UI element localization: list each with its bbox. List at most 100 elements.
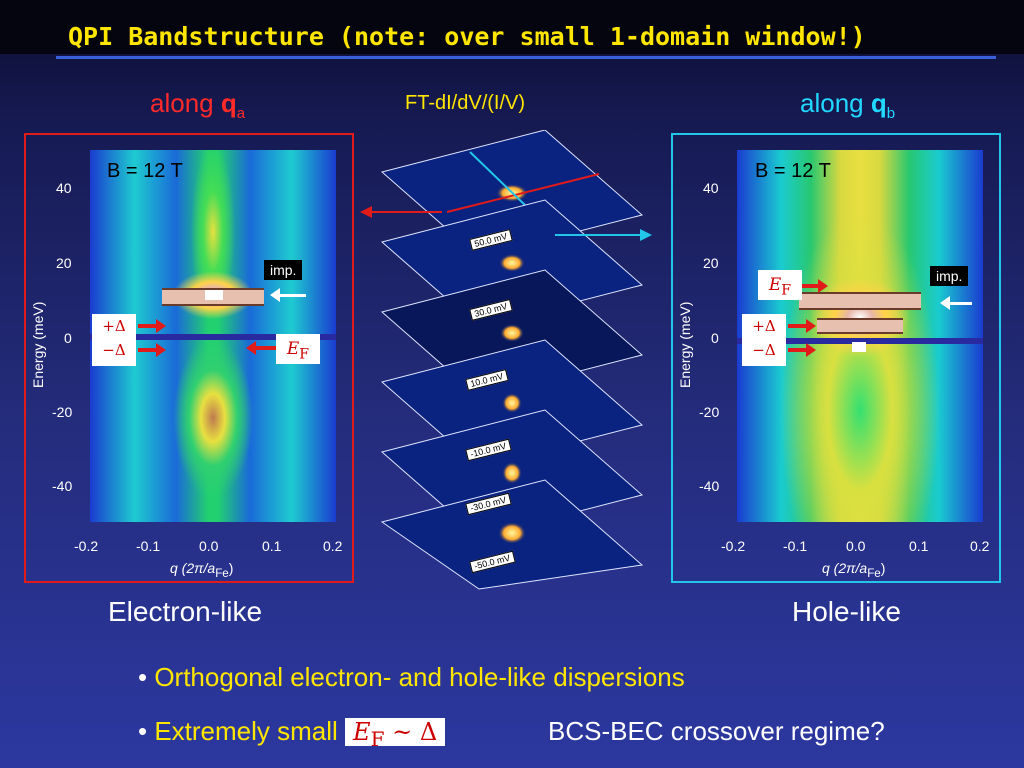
right-ef-arrow bbox=[802, 284, 822, 288]
left-ef-arrowhead bbox=[246, 341, 256, 355]
plus-delta-arrow bbox=[138, 324, 160, 328]
along-qa-label: along qa bbox=[150, 88, 245, 122]
ef-symbol: E bbox=[286, 339, 300, 359]
ytick: 0 bbox=[64, 330, 72, 346]
along-word: along bbox=[150, 88, 214, 118]
title-bar bbox=[0, 0, 1024, 54]
cyan-link-arrowhead bbox=[640, 229, 652, 241]
minus-delta-arrow bbox=[138, 348, 160, 352]
right-panel-frame bbox=[671, 133, 1001, 583]
ytick: -20 bbox=[699, 404, 720, 420]
left-y-axis-title: Energy (meV) bbox=[30, 301, 46, 388]
plus-delta-arrowhead bbox=[806, 319, 816, 333]
right-imp-arrowhead bbox=[940, 296, 950, 310]
approx-delta: ~ Δ bbox=[392, 718, 438, 746]
left-imp-arrowhead bbox=[270, 288, 280, 302]
left-delta-box: +Δ −Δ bbox=[92, 314, 136, 366]
minus-delta: −Δ bbox=[752, 341, 776, 359]
ytick: 0 bbox=[711, 330, 719, 346]
ft-image-stack bbox=[380, 130, 644, 590]
plus-delta: +Δ bbox=[752, 317, 776, 335]
xtick: 0.0 bbox=[846, 538, 866, 554]
right-ef-box: EF bbox=[758, 270, 802, 300]
red-link-arrowhead bbox=[360, 206, 372, 218]
right-x-axis-title: q (2π/aFe) bbox=[822, 560, 885, 580]
plus-delta: +Δ bbox=[102, 317, 126, 335]
ytick: 40 bbox=[56, 180, 72, 196]
xlabel-sub: Fe bbox=[215, 566, 229, 580]
xtick: -0.2 bbox=[721, 538, 746, 554]
ytick: 40 bbox=[703, 180, 719, 196]
q-symbol: q bbox=[220, 88, 237, 118]
xtick: -0.2 bbox=[74, 538, 99, 554]
left-imp-badge: imp. bbox=[264, 260, 303, 280]
minus-delta-arrowhead bbox=[806, 343, 816, 357]
xtick: 0.1 bbox=[909, 538, 929, 554]
right-gap-line bbox=[737, 338, 983, 344]
slide-title: QPI Bandstructure (note: over small 1-do… bbox=[68, 22, 866, 51]
ytick: 20 bbox=[56, 255, 72, 271]
minus-delta: −Δ bbox=[102, 341, 126, 359]
electron-like-caption: Electron-like bbox=[108, 596, 263, 627]
xlabel-main: q (2π/a bbox=[822, 560, 868, 576]
right-delta-box: +Δ −Δ bbox=[742, 314, 786, 366]
right-peak bbox=[852, 342, 866, 352]
cyan-link-arrow bbox=[555, 234, 640, 236]
xlabel-end: ) bbox=[228, 560, 234, 576]
right-resonance-band bbox=[799, 292, 921, 310]
xtick: -0.1 bbox=[783, 538, 808, 554]
bullet-2: • Extremely small EF ~ Δ bbox=[138, 716, 446, 751]
ytick: -40 bbox=[699, 478, 720, 494]
left-imp-arrow bbox=[276, 294, 306, 297]
q-symbol: q bbox=[870, 88, 887, 118]
left-panel-frame bbox=[24, 133, 354, 583]
ef-sub: F bbox=[370, 726, 385, 751]
xtick: 0.2 bbox=[323, 538, 343, 554]
right-ef-arrowhead bbox=[818, 279, 828, 293]
left-gap-line bbox=[90, 334, 336, 340]
bullet-dot: • bbox=[138, 662, 155, 692]
left-x-axis-title: q (2π/aFe) bbox=[170, 560, 233, 580]
xtick: 0.2 bbox=[970, 538, 990, 554]
ef-symbol: E bbox=[353, 718, 371, 746]
ytick: -20 bbox=[52, 404, 73, 420]
left-field-label: B = 12 T bbox=[107, 160, 183, 182]
xlabel-sub: Fe bbox=[867, 566, 881, 580]
ft-label: FT-dI/dV/(I/V) bbox=[405, 92, 526, 114]
hole-like-caption: Hole-like bbox=[792, 596, 901, 627]
along-qb-label: along qb bbox=[800, 88, 895, 122]
bullet-1: • Orthogonal electron- and hole-like dis… bbox=[138, 662, 685, 693]
q-subscript: a bbox=[236, 105, 246, 123]
xlabel-end: ) bbox=[880, 560, 886, 576]
left-peak bbox=[205, 290, 223, 300]
plus-delta-arrow bbox=[788, 324, 810, 328]
bullet-2-tail: BCS-BEC crossover regime? bbox=[548, 716, 885, 746]
ef-sub: F bbox=[781, 282, 792, 299]
right-resonance-band-2 bbox=[817, 318, 903, 334]
bullet-dot: • bbox=[138, 716, 155, 746]
along-word: along bbox=[800, 88, 864, 118]
minus-delta-arrow bbox=[788, 348, 810, 352]
right-imp-arrow bbox=[946, 302, 972, 305]
xtick: -0.1 bbox=[136, 538, 161, 554]
red-link-arrow bbox=[372, 211, 442, 213]
ef-sub: F bbox=[299, 346, 310, 363]
left-ef-arrow bbox=[254, 346, 276, 350]
bullet-1-text: Orthogonal electron- and hole-like dispe… bbox=[154, 662, 685, 692]
ytick: -40 bbox=[52, 478, 73, 494]
right-y-axis-title: Energy (meV) bbox=[677, 301, 693, 388]
right-imp-badge: imp. bbox=[930, 266, 969, 286]
xtick: 0.0 bbox=[199, 538, 219, 554]
right-field-label: B = 12 T bbox=[755, 160, 831, 182]
q-subscript: b bbox=[886, 105, 896, 123]
xtick: 0.1 bbox=[262, 538, 282, 554]
bullet-2-text: Extremely small bbox=[154, 716, 338, 746]
stack-tile-5 bbox=[380, 479, 644, 590]
plus-delta-arrowhead bbox=[156, 319, 166, 333]
left-ef-box: EF bbox=[276, 334, 320, 364]
ytick: 20 bbox=[703, 255, 719, 271]
minus-delta-arrowhead bbox=[156, 343, 166, 357]
xlabel-main: q (2π/a bbox=[170, 560, 216, 576]
ef-symbol: E bbox=[768, 275, 782, 295]
title-underline bbox=[56, 56, 996, 59]
